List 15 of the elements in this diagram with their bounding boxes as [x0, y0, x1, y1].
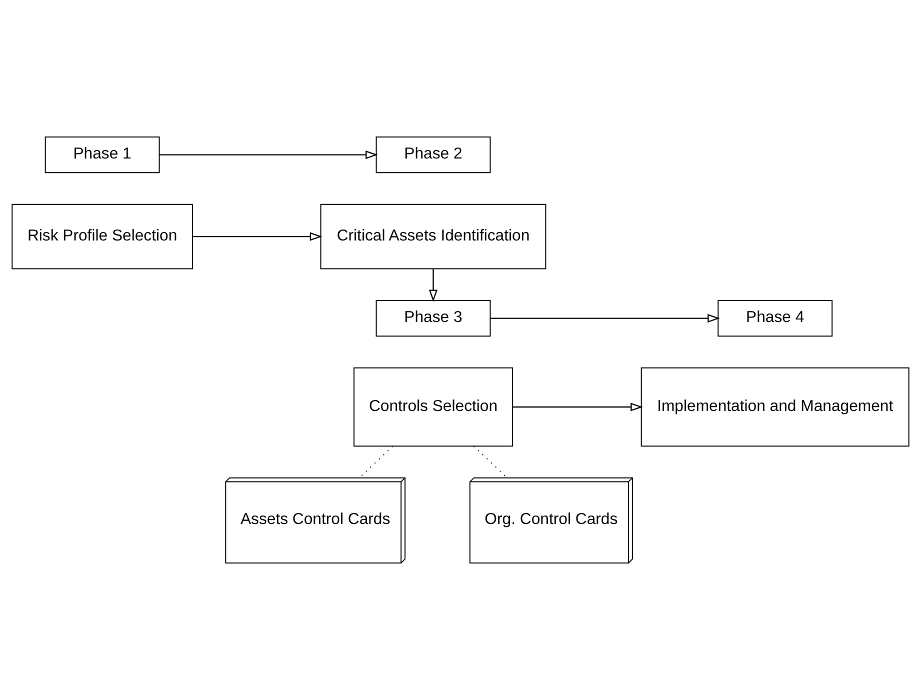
- node-box: Controls Selection: [353, 367, 514, 447]
- arrow: [192, 232, 322, 241]
- arrow: [160, 150, 378, 160]
- node-box: Implementation and Management: [640, 367, 910, 447]
- connector: [473, 446, 508, 478]
- node-box: Phase 3: [376, 300, 491, 337]
- arrow: [512, 402, 643, 412]
- node-box: Critical Assets Identification: [320, 204, 546, 270]
- node-box: Phase 2: [376, 136, 491, 174]
- node-box: Risk Profile Selection: [12, 204, 193, 270]
- node-box: Phase 1: [44, 136, 160, 174]
- arrow: [490, 314, 720, 323]
- arrow: [428, 269, 438, 302]
- node-box: Phase 4: [718, 300, 833, 337]
- connector: [359, 446, 394, 478]
